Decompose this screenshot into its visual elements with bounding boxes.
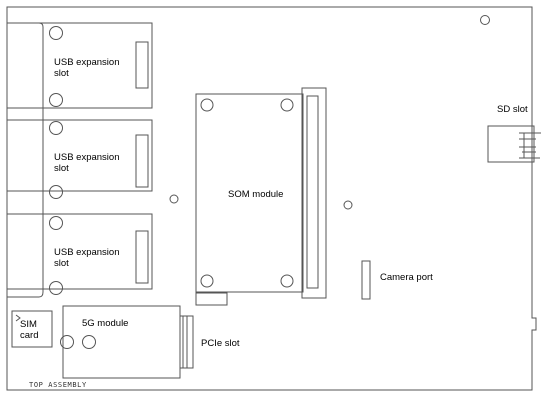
som-module [195, 93, 304, 293]
sim-card-label: SIM card [20, 319, 39, 341]
usb-slot-1 [6, 22, 153, 109]
usb-slot-2-connector [135, 134, 149, 188]
usb-slot-2-label: USB expansion slot [54, 152, 120, 174]
usb-slot-2 [6, 119, 153, 192]
board-outline [6, 6, 537, 391]
fiveg-module-label: 5G module [82, 318, 129, 329]
fiveg-hole-left [60, 335, 74, 349]
som-hole-top-left [200, 98, 214, 112]
usb-slot-1-hole-bottom [49, 93, 63, 107]
sim-card [11, 310, 53, 348]
camera-port-label: Camera port [380, 272, 433, 283]
small-component [195, 292, 228, 306]
som-hole-top-right [280, 98, 294, 112]
usb-slot-3-hole-top [49, 216, 63, 230]
som-connector-outer [301, 87, 327, 299]
left-connector-bracket [7, 22, 44, 298]
sd-slot [487, 125, 535, 163]
sim-card-notch-icon [15, 314, 21, 322]
som-hole-bottom-right [280, 274, 294, 288]
fiveg-module [62, 305, 181, 379]
mounting-hole-center-right [343, 200, 353, 210]
usb-slot-1-label: USB expansion slot [54, 57, 120, 79]
som-connector-inner [306, 95, 319, 289]
fiveg-hole-right [82, 335, 96, 349]
camera-port [361, 260, 371, 300]
usb-slot-3-label: USB expansion slot [54, 247, 120, 269]
sd-slot-contacts [519, 132, 541, 159]
som-module-label: SOM module [228, 189, 284, 200]
usb-slot-3 [6, 213, 153, 290]
mounting-hole-top-right [480, 15, 490, 25]
assembly-caption: TOP ASSEMBLY [29, 381, 87, 389]
pcie-slot [180, 315, 194, 369]
usb-slot-1-connector [135, 41, 149, 89]
sd-slot-label: SD slot [497, 104, 528, 115]
pcie-slot-label: PCIe slot [201, 338, 240, 349]
som-hole-bottom-left [200, 274, 214, 288]
usb-slot-2-hole-bottom [49, 185, 63, 199]
usb-slot-3-hole-bottom [49, 281, 63, 295]
mounting-hole-center-left [169, 194, 179, 204]
usb-slot-3-connector [135, 230, 149, 284]
usb-slot-2-hole-top [49, 121, 63, 135]
usb-slot-1-hole-top [49, 26, 63, 40]
